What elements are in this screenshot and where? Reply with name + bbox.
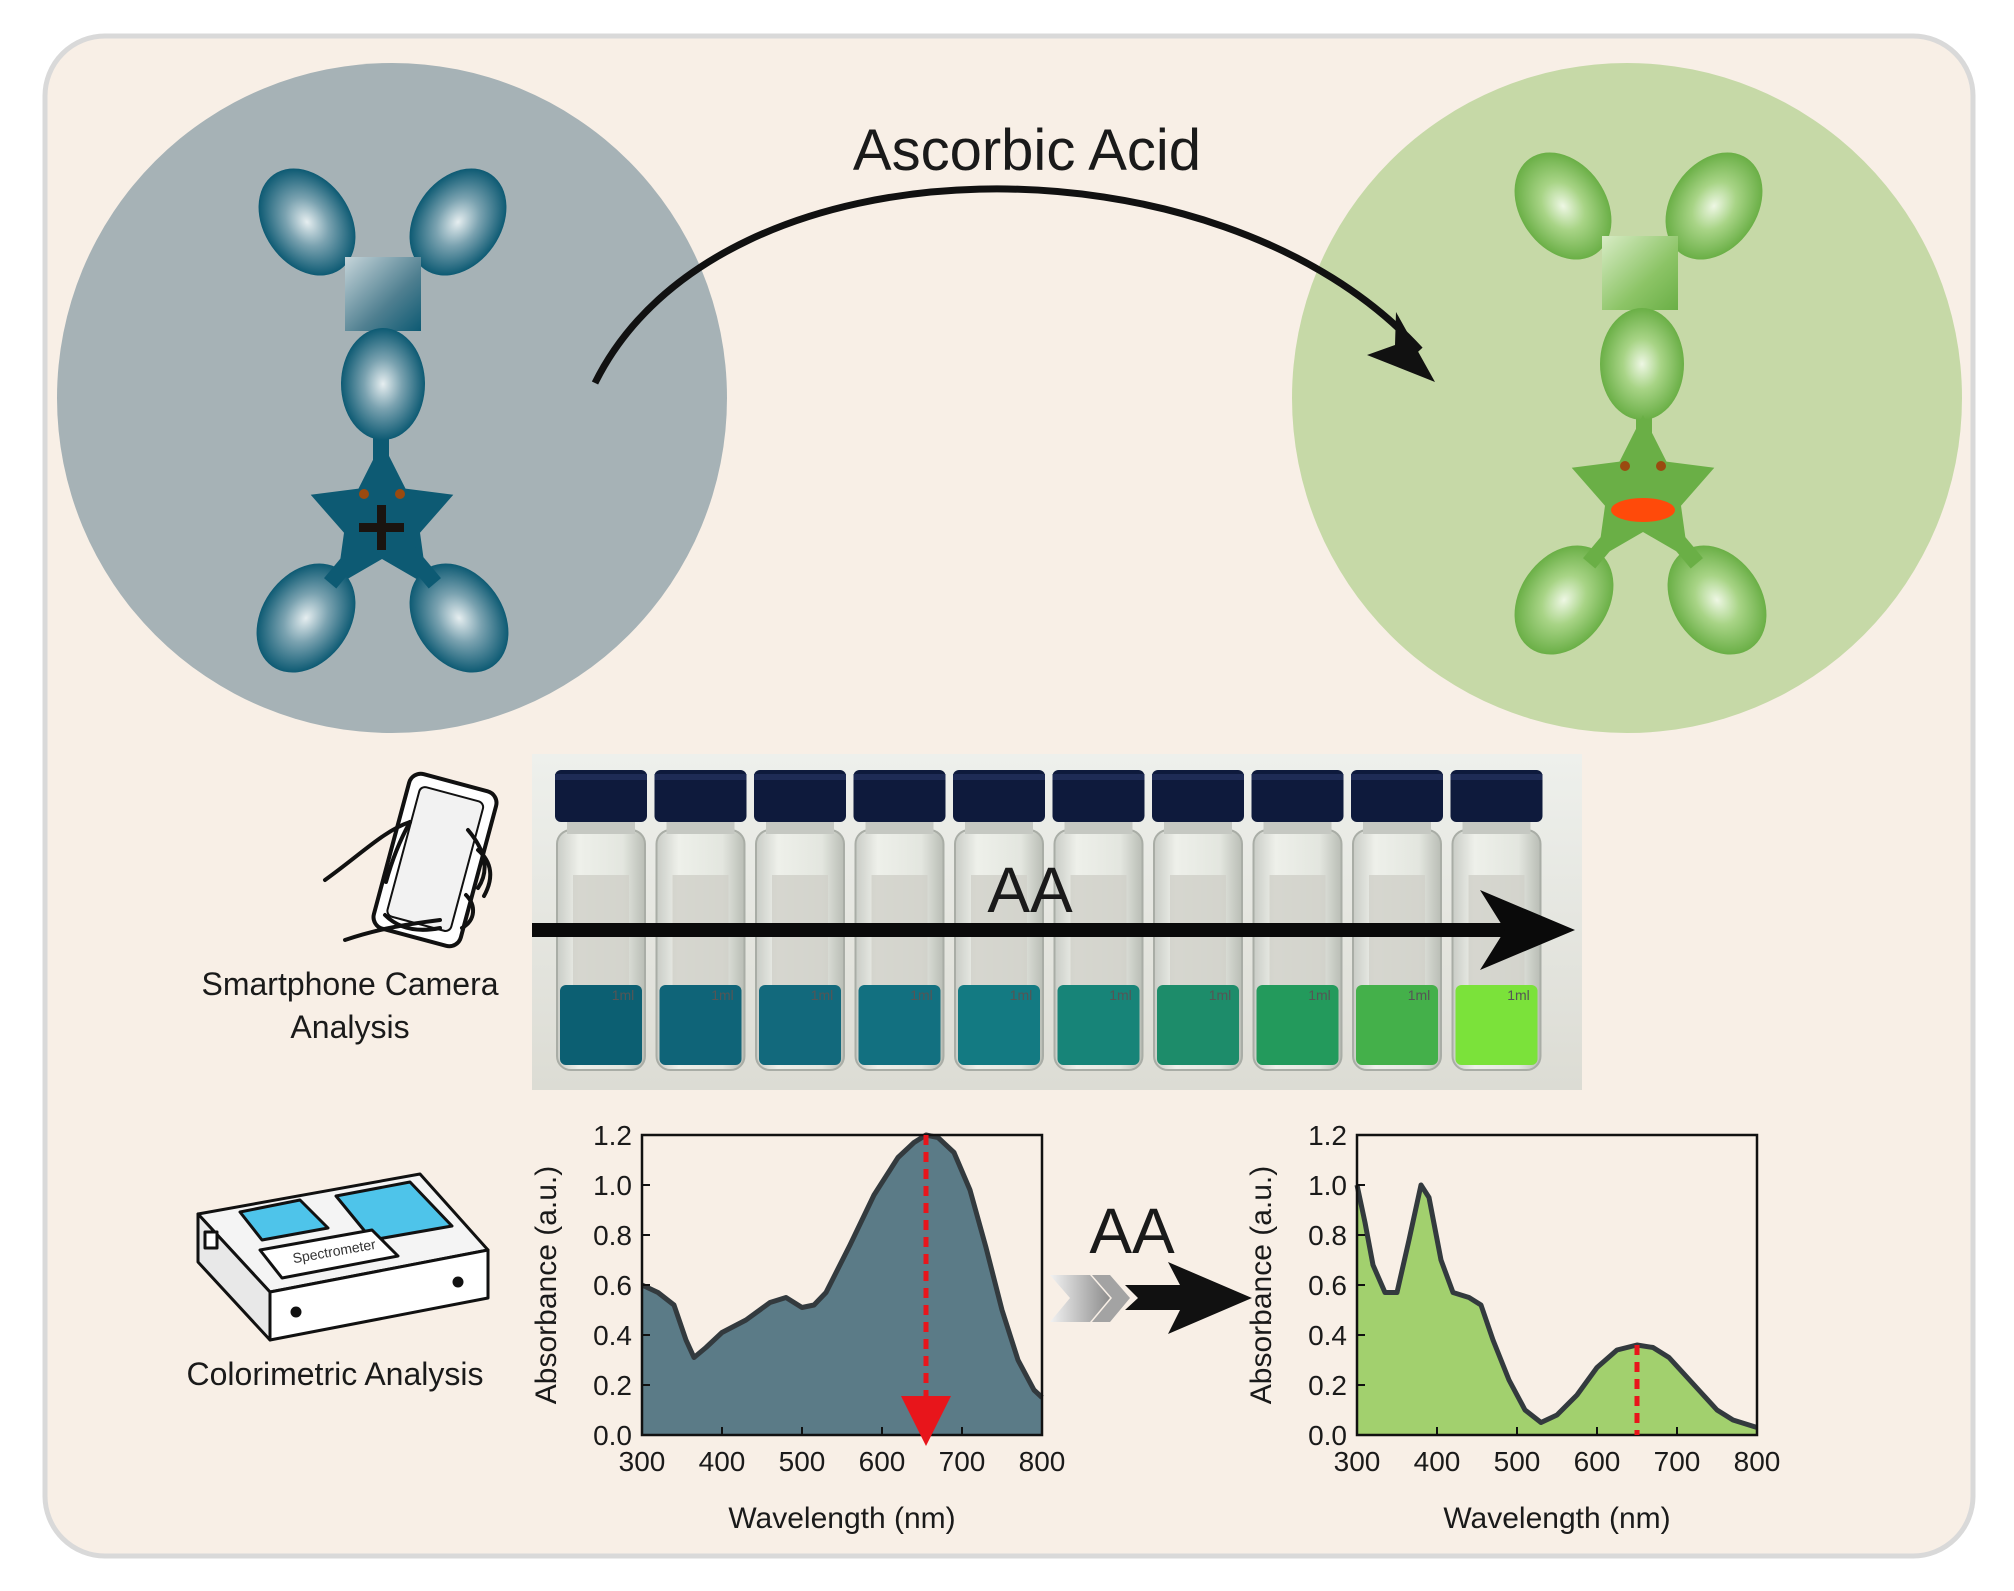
y-tick-label: 0.2	[593, 1370, 632, 1401]
vial-volume-mark: 1ml	[811, 987, 834, 1003]
vial-cap	[1152, 770, 1244, 822]
vial: 1ml	[1152, 770, 1244, 1071]
concentration-arrow	[532, 890, 1575, 970]
vial-solution	[1157, 985, 1239, 1065]
smartphone-label-line-2: Analysis	[290, 1009, 409, 1045]
y-tick-label: 0.2	[1308, 1370, 1347, 1401]
smartphone-label-line-1: Smartphone Camera	[201, 966, 498, 1002]
mouth-shape	[1611, 498, 1675, 522]
vial-solution	[1455, 985, 1538, 1065]
y-tick-label: 0.6	[1308, 1270, 1347, 1301]
vial-volume-mark: 1ml	[612, 987, 635, 1003]
vial: 1ml	[1251, 770, 1344, 1071]
vial-cap	[555, 770, 647, 822]
vial-solution	[858, 985, 941, 1065]
transition-arrow	[1050, 1262, 1252, 1334]
vial-solution	[1256, 985, 1339, 1065]
vial-volume-mark: 1ml	[1010, 987, 1033, 1003]
blue-state-panel	[57, 63, 727, 733]
chart-before-ylabel: Absorbance (a.u.)	[530, 1166, 563, 1404]
x-tick-label: 300	[1334, 1446, 1381, 1477]
y-tick-label: 1.2	[1308, 1120, 1347, 1151]
x-tick-label: 400	[699, 1446, 746, 1477]
vial-volume-mark: 1ml	[1408, 987, 1431, 1003]
vial-volume-mark: 1ml	[1109, 987, 1132, 1003]
x-tick-label: 400	[1414, 1446, 1461, 1477]
vial: 1ml	[654, 770, 747, 1071]
vial-arrow-label: AA	[987, 854, 1073, 926]
x-tick-label: 800	[1734, 1446, 1781, 1477]
vial-cap	[853, 770, 946, 822]
y-tick-label: 0.6	[593, 1270, 632, 1301]
vial-cap	[1052, 770, 1145, 822]
vial-solution	[1057, 985, 1140, 1065]
smartphone-hand-icon	[323, 771, 499, 949]
vial-volume-mark: 1ml	[711, 987, 734, 1003]
vial-cap	[1450, 770, 1543, 822]
vial-cap	[1351, 770, 1443, 822]
reaction-arrowhead	[1367, 312, 1435, 382]
absorbance-area	[1357, 1185, 1757, 1435]
colorimetric-label: Colorimetric Analysis	[187, 1356, 484, 1392]
blue-molecule	[256, 168, 509, 673]
vial-solution	[759, 985, 841, 1065]
reaction-label: Ascorbic Acid	[853, 118, 1201, 183]
vial: 1ml	[555, 770, 647, 1071]
vial-cap	[754, 770, 846, 822]
absorbance-area	[642, 1135, 1042, 1435]
vial-cap	[953, 770, 1045, 822]
y-tick-label: 0.8	[1308, 1220, 1347, 1251]
y-tick-label: 1.2	[593, 1120, 632, 1151]
x-tick-label: 600	[859, 1446, 906, 1477]
vial-solution	[958, 985, 1040, 1065]
vial-cap	[1251, 770, 1344, 822]
green-state-panel	[1292, 63, 1962, 733]
vial-volume-mark: 1ml	[910, 987, 933, 1003]
y-tick-label: 0.0	[593, 1420, 632, 1451]
reaction-arrow	[591, 185, 1435, 385]
y-tick-label: 1.0	[593, 1170, 632, 1201]
x-tick-label: 500	[1494, 1446, 1541, 1477]
y-tick-label: 1.0	[1308, 1170, 1347, 1201]
green-molecule	[1514, 152, 1767, 655]
y-tick-label: 0.4	[593, 1320, 632, 1351]
vial: 1ml	[754, 770, 846, 1071]
vial-cap	[654, 770, 747, 822]
vial: 1ml	[1351, 770, 1443, 1071]
vial-solution	[560, 985, 642, 1065]
spectrophotometer-icon	[196, 1172, 490, 1342]
chart-after-ylabel: Absorbance (a.u.)	[1245, 1166, 1278, 1404]
vial: 1ml	[1052, 770, 1145, 1071]
vial-volume-mark: 1ml	[1308, 987, 1331, 1003]
vial-solution	[1356, 985, 1438, 1065]
x-tick-label: 800	[1019, 1446, 1066, 1477]
y-tick-label: 0.4	[1308, 1320, 1347, 1351]
vial-volume-mark: 1ml	[1507, 987, 1530, 1003]
vial: 1ml	[853, 770, 946, 1071]
chart-after-xlabel: Wavelength (nm)	[1443, 1502, 1670, 1535]
vial-solution	[659, 985, 742, 1065]
vial-series-photo: 1ml 1ml 1ml 1ml 1ml 1ml 1ml 1ml 1ml 1ml AA	[532, 754, 1582, 1090]
x-tick-label: 700	[1654, 1446, 1701, 1477]
x-tick-label: 300	[619, 1446, 666, 1477]
y-tick-label: 0.0	[1308, 1420, 1347, 1451]
x-tick-label: 700	[939, 1446, 986, 1477]
transition-label: AA	[1089, 1195, 1175, 1267]
absorbance-line	[1354, 1182, 1758, 1430]
x-tick-label: 600	[1574, 1446, 1621, 1477]
y-tick-label: 0.8	[593, 1220, 632, 1251]
chart-before-xlabel: Wavelength (nm)	[728, 1502, 955, 1535]
x-tick-label: 500	[779, 1446, 826, 1477]
absorbance-line	[640, 1132, 1044, 1400]
vial-volume-mark: 1ml	[1209, 987, 1232, 1003]
